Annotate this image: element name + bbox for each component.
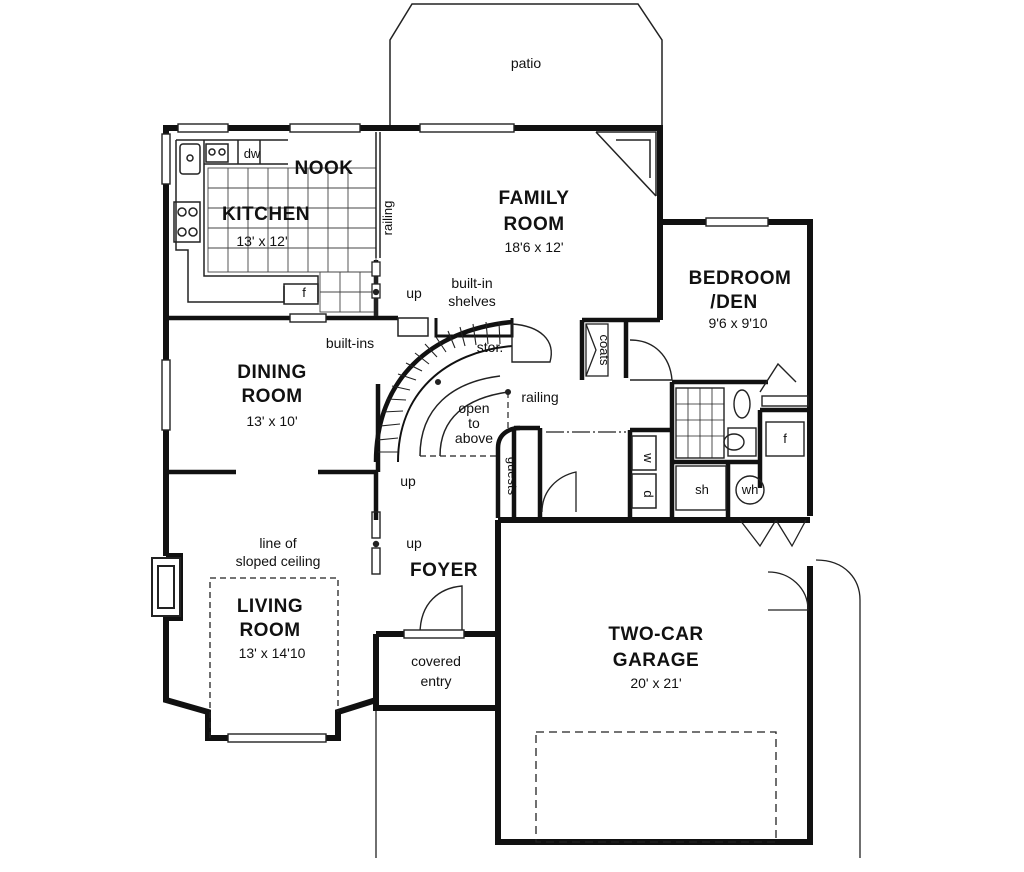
laundry <box>631 435 657 509</box>
nook-label: NOOK <box>295 158 354 179</box>
dining-room-dimensions: 13' x 10' <box>246 413 297 429</box>
living-fireplace <box>151 557 181 617</box>
kitchen-f-label: f <box>302 285 306 300</box>
family-room-label-line2: ROOM <box>503 214 564 235</box>
built-in-shelves <box>397 317 429 337</box>
guests-label: guests <box>505 457 520 496</box>
windows <box>161 123 769 743</box>
living-room-dimensions: 13' x 14'10 <box>239 645 306 661</box>
bedroom-label-line2: /DEN <box>710 292 757 313</box>
bath-fixtures <box>675 362 809 511</box>
driveway-lines <box>375 559 861 858</box>
covered-entry-label-line2: entry <box>420 673 451 689</box>
coats-closet <box>585 323 609 377</box>
bedroom-label-line1: BEDROOM <box>689 268 792 289</box>
coats-label: coats <box>597 334 612 366</box>
washer-label: w <box>641 452 656 463</box>
garage-door-swings <box>541 471 809 611</box>
patio-outline <box>389 3 663 128</box>
kitchen-steps <box>371 261 381 299</box>
living-room-label-line1: LIVING <box>237 596 303 617</box>
open-to-above-line1: open <box>458 400 489 416</box>
patio-label: patio <box>511 55 542 71</box>
built-in-shelves-label-line2: shelves <box>448 293 495 309</box>
sloped-ceiling-line <box>209 577 339 738</box>
stor-label: stor. <box>477 339 503 355</box>
up-kitchen-label: up <box>406 285 422 301</box>
bedroom-door <box>629 339 673 381</box>
sloped-ceiling-label-line1: line of <box>259 535 296 551</box>
interior-walls <box>166 260 810 520</box>
shower-label: sh <box>695 482 709 497</box>
kitchen-dimensions: 13' x 12' <box>236 233 287 249</box>
kitchen-counters <box>173 139 319 305</box>
dryer-label: d <box>641 490 656 497</box>
stor-door <box>511 323 552 363</box>
living-room-label-line2: ROOM <box>239 620 300 641</box>
kitchen-label: KITCHEN <box>222 204 310 225</box>
built-ins-label: built-ins <box>326 335 374 351</box>
family-fireplace <box>595 131 657 197</box>
dining-room-label-line1: DINING <box>237 362 307 383</box>
garage-label-line2: GARAGE <box>613 650 699 671</box>
railing-vertical-label: railing <box>380 201 395 236</box>
built-in-shelves-label-line1: built-in <box>451 275 492 291</box>
foyer-fixtures <box>371 511 465 639</box>
open-to-above-line3: above <box>455 430 493 446</box>
open-to-above-outline <box>420 392 509 457</box>
garage-label-line1: TWO-CAR <box>608 624 703 645</box>
open-to-above-line2: to <box>468 415 480 431</box>
covered-entry-label-line1: covered <box>411 653 461 669</box>
dw-label: dw <box>244 146 261 161</box>
garage-door-outline <box>535 731 777 843</box>
sloped-ceiling-label-line2: sloped ceiling <box>236 553 321 569</box>
water-heater-label: wh <box>741 482 759 497</box>
kitchen-tile-grid <box>207 167 377 313</box>
railing-label: railing <box>521 389 558 405</box>
stair-treads <box>377 321 512 457</box>
foyer-label: FOYER <box>410 560 478 581</box>
up-foyer-label: up <box>406 535 422 551</box>
family-room-dimensions: 18'6 x 12' <box>504 239 563 255</box>
up-stair-label: up <box>400 473 416 489</box>
bath-f-label: f <box>783 431 787 446</box>
garage-dimensions: 20' x 21' <box>630 675 681 691</box>
bedroom-dimensions: 9'6 x 9'10 <box>708 315 767 331</box>
family-room-label-line1: FAMILY <box>499 188 570 209</box>
dining-room-label-line2: ROOM <box>241 386 302 407</box>
